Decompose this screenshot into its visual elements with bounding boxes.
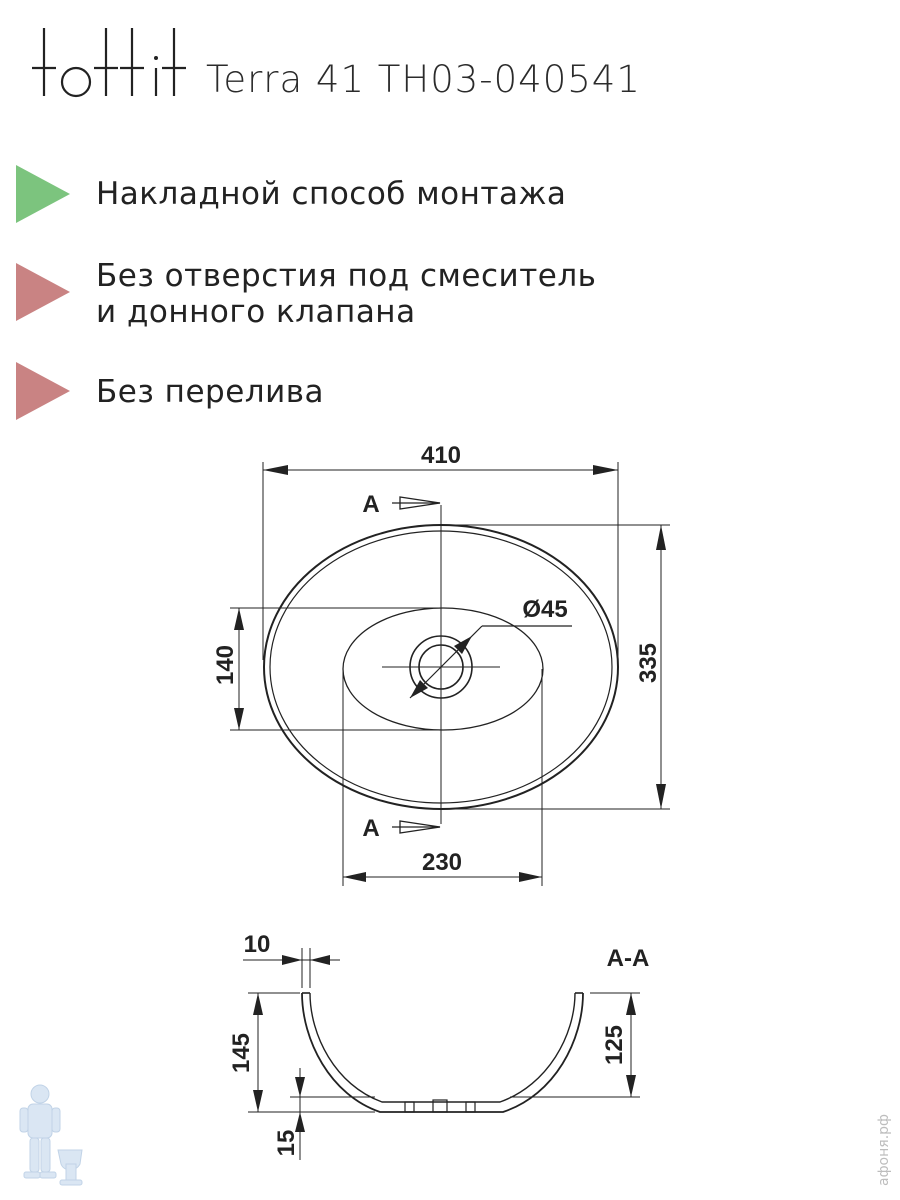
total-height-label: 145: [228, 1033, 255, 1073]
section-marker-bottom: A: [362, 815, 379, 842]
plumber-mascot-icon: [19, 1084, 83, 1186]
feature-line: и донного клапана: [96, 294, 416, 330]
depth-dimension-label: 335: [635, 643, 662, 683]
drain-diameter-label: Ø45: [522, 596, 567, 623]
brand-logo: [32, 28, 186, 98]
inner-height-label: 125: [601, 1025, 628, 1065]
site-watermark: афоня.рф: [870, 1090, 900, 1190]
feature-line: Без отверстия под смеситель: [96, 258, 597, 294]
section-title: A-A: [607, 945, 650, 972]
section-marker-top: A: [362, 491, 379, 518]
feature-line: Без перелива: [96, 374, 324, 410]
site-watermark-text: афоня.рф: [876, 1114, 892, 1186]
feature-no-holes: Без отверстия под смеситель и донного кл…: [96, 258, 596, 330]
red-triangle-icon: [16, 362, 70, 420]
model-title: Terra 41 TH03-040541: [206, 58, 641, 101]
wall-thickness-label: 10: [244, 931, 271, 958]
base-height-label: 15: [273, 1130, 300, 1157]
width-dimension-label: 410: [421, 442, 461, 469]
bowl-width-dimension-label: 230: [422, 849, 462, 876]
bowl-depth-dimension-label: 140: [212, 645, 239, 685]
red-triangle-icon: [16, 263, 70, 321]
green-triangle-icon: [16, 165, 70, 223]
feature-mounting: Накладной способ монтажа: [96, 176, 566, 212]
feature-no-overflow: Без перелива: [96, 374, 324, 410]
feature-line: Накладной способ монтажа: [96, 176, 567, 212]
